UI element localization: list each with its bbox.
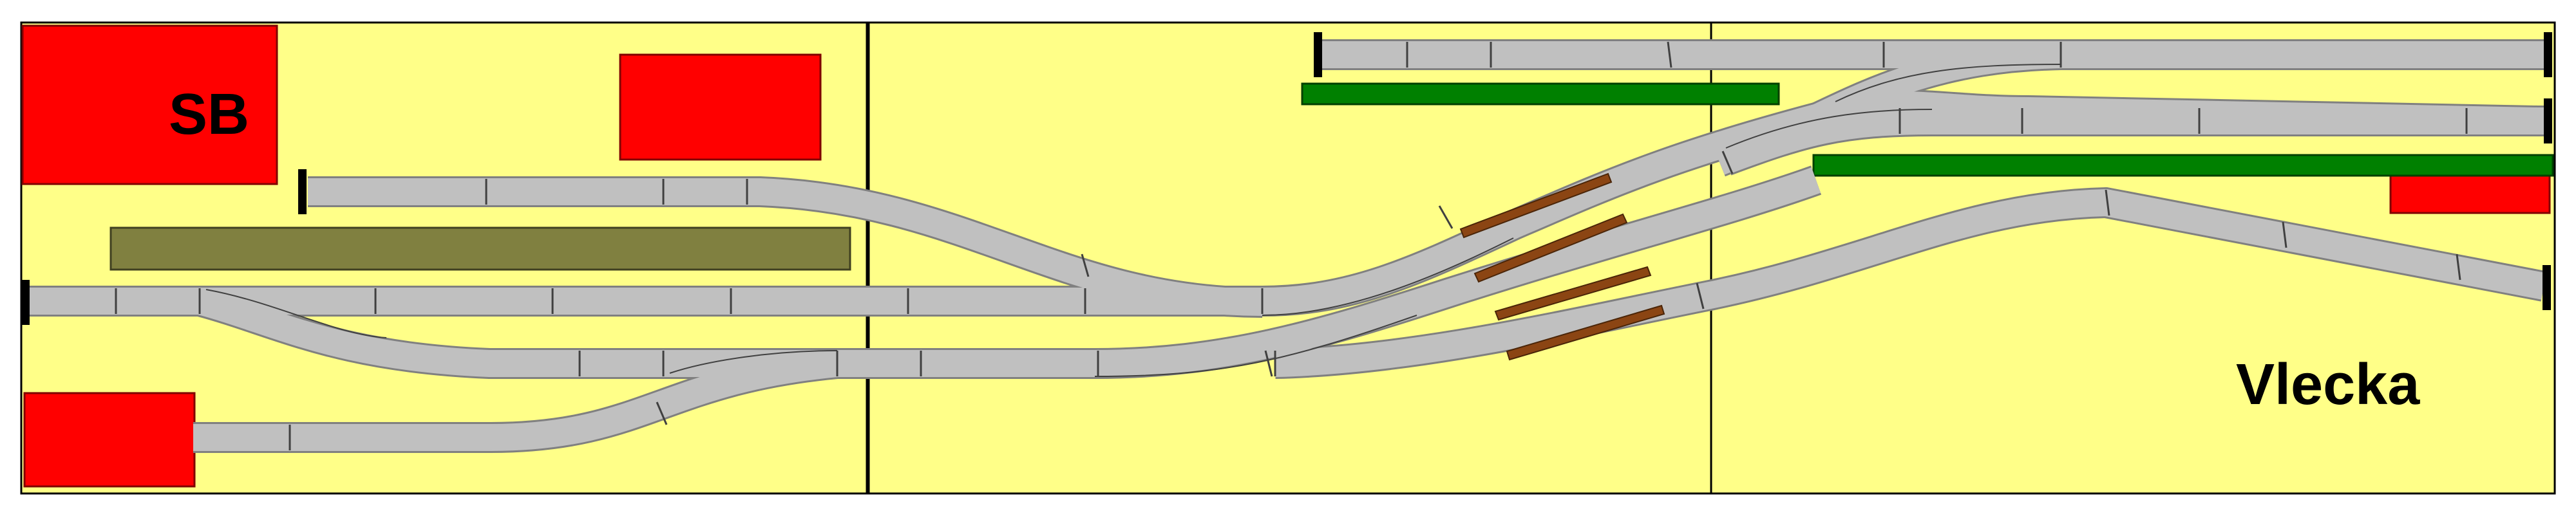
track-lower-right <box>1274 189 2546 377</box>
buffer-stop-upper-siding <box>298 169 307 214</box>
station-building <box>619 53 822 161</box>
buffer-stop-top-right <box>2544 32 2552 77</box>
buffer-stop-top-left <box>1314 32 1322 77</box>
platforms <box>109 82 2554 271</box>
turnout-line-5 <box>1725 109 1933 149</box>
green-platform-upper <box>1301 82 1780 106</box>
track-mid-right <box>1721 107 2544 174</box>
green-platform-lower <box>1812 154 2554 177</box>
olive-platform <box>109 226 851 271</box>
ramp-2 <box>1473 213 1628 283</box>
ramp-3 <box>1494 266 1652 321</box>
track-upper-siding <box>308 178 1263 316</box>
buffer-stop-west-main <box>21 280 30 325</box>
turnout-line-1 <box>205 289 387 338</box>
sb-building <box>21 24 278 185</box>
track-lower-siding <box>193 350 838 451</box>
turnout-line-6 <box>1835 64 2061 102</box>
buffer-stop-lower-right <box>2543 265 2551 310</box>
track-joints <box>115 41 2468 450</box>
turnout-line-3 <box>1094 315 1417 377</box>
loading-shed-left <box>23 392 196 488</box>
ramp-4 <box>1506 304 1665 361</box>
turnout-line-4 <box>1262 237 1514 316</box>
vlecka-label: Vlecka <box>2236 353 2420 417</box>
track-lower-loop <box>196 167 1821 377</box>
ramp-1 <box>1459 172 1613 239</box>
tracks <box>29 39 2547 453</box>
buffer-stops <box>21 32 2552 325</box>
buffer-stop-mid-right <box>2544 98 2552 143</box>
ramps <box>1459 172 1665 361</box>
turnout-line-2 <box>669 350 838 374</box>
track-main <box>29 91 2538 315</box>
buildings <box>21 24 2551 488</box>
sb-label: SB <box>169 82 249 147</box>
